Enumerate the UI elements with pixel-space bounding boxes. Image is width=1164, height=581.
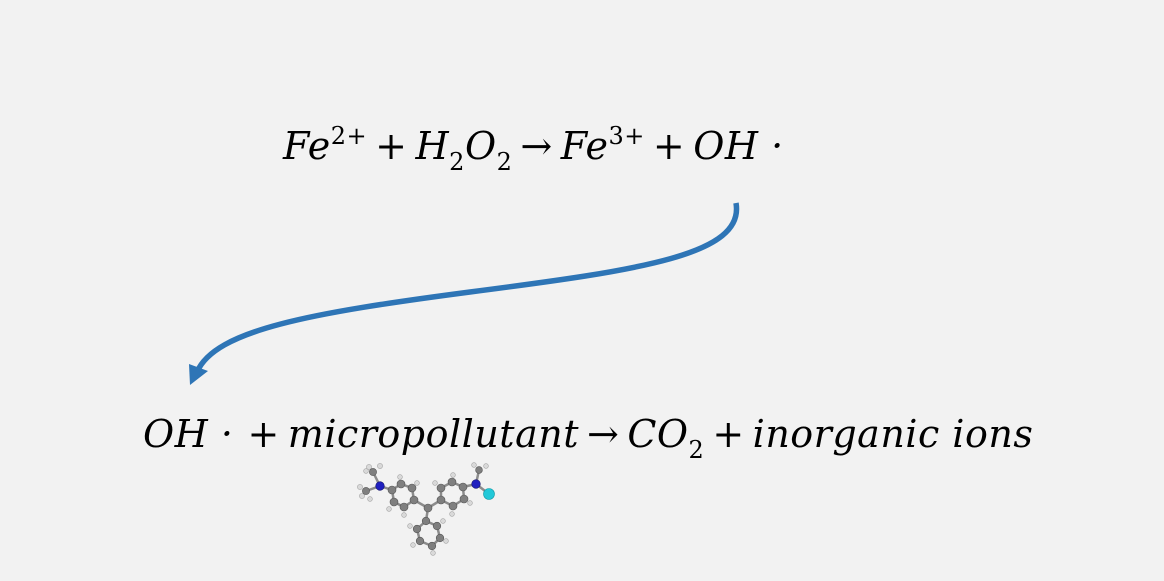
reaction-arrow: → xyxy=(520,124,553,168)
reaction-equation-2: OH ·+micropollutant→CO2+inorganic ions xyxy=(143,412,1033,464)
plus-sign: + xyxy=(375,124,408,168)
co2-co: CO xyxy=(627,412,689,456)
reaction-arrow: → xyxy=(586,412,620,456)
co2-sub: 2 xyxy=(688,436,705,464)
fe3-symbol: Fe xyxy=(560,124,609,168)
plus-sign: + xyxy=(652,124,686,168)
plus-sign: + xyxy=(712,412,745,456)
fe2-charge: 2+ xyxy=(330,122,368,150)
h2o2-o: O xyxy=(464,124,497,168)
micropollutant-molecule-icon xyxy=(357,462,495,556)
fe2-symbol: Fe xyxy=(283,124,331,168)
plus-sign: + xyxy=(247,412,280,456)
micropollutant-label: micropollutant xyxy=(287,412,579,456)
fe3-charge: 3+ xyxy=(608,122,645,150)
hydroxyl-radical: OH · xyxy=(143,412,234,456)
h2o2-sub-2: 2 xyxy=(496,148,513,176)
inorganic-ions-label: inorganic ions xyxy=(752,412,1034,456)
h2o2-sub-1: 2 xyxy=(449,148,465,176)
h2o2-h: H xyxy=(415,124,450,168)
reaction-equation-1: Fe2++H2O2→Fe3++OH · xyxy=(283,122,784,176)
curved-arrow-icon xyxy=(189,202,740,385)
hydroxyl-radical: OH · xyxy=(693,124,784,168)
